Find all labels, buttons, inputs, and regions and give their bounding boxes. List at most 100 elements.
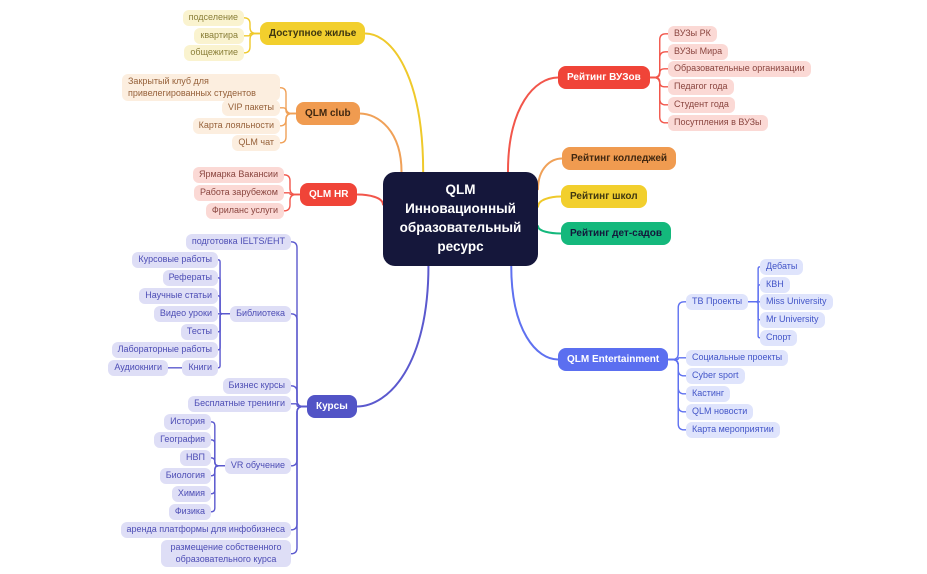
node-edu-organizations[interactable]: Образовательные организации [668,61,811,77]
node-apartment[interactable]: квартира [194,28,244,44]
node-sublet[interactable]: подселение [182,10,244,26]
node-courses[interactable]: Курсы [307,395,357,418]
connector [356,193,384,206]
node-freelance-services[interactable]: Фриланс услуги [205,203,284,219]
connector [667,358,687,395]
node-scientific-articles[interactable]: Научные статьи [139,288,218,304]
connector [210,457,226,467]
connector [537,195,562,208]
node-chemistry[interactable]: Химия [171,486,211,502]
node-sport[interactable]: Спорт [760,330,798,346]
connector [649,33,669,79]
connector [667,358,687,413]
node-events-map[interactable]: Карта мероприятии [686,422,780,438]
node-teacher-of-year[interactable]: Педагог года [668,79,734,95]
connector [537,157,563,191]
node-qlm-club[interactable]: QLM club [296,102,360,125]
connector [506,76,559,173]
connector [279,107,297,115]
node-debates[interactable]: Дебаты [760,259,804,275]
node-university-rating[interactable]: Рейтинг ВУЗов [558,66,650,89]
node-college-rating[interactable]: Рейтинг колледжей [562,147,677,170]
connector [649,51,669,79]
node-coursework[interactable]: Курсовые работы [132,252,218,268]
connector [283,192,301,196]
node-mr-university[interactable]: Mr University [760,312,825,328]
connector [279,112,297,144]
connector [279,86,297,115]
connector [667,357,687,361]
node-audiobooks[interactable]: Аудиокниги [108,360,168,376]
connector [649,76,669,124]
connector [510,264,559,361]
node-own-course-hosting[interactable]: размещение собственного образовательного… [161,540,291,568]
connector [243,32,261,37]
connector [358,112,403,173]
node-nvp[interactable]: НВП [180,450,211,466]
node-qlm-chat[interactable]: QLM чат [232,135,280,151]
node-casting[interactable]: Кастинг [686,386,731,402]
node-history[interactable]: История [164,414,211,430]
connector [649,68,669,79]
node-affordable-housing[interactable]: Доступное жилье [260,22,366,45]
connector [217,295,231,315]
connector [210,465,226,495]
connector [283,174,301,196]
node-free-trainings[interactable]: Бесплатные тренинги [188,396,291,412]
connector [537,225,562,235]
node-loyalty-card[interactable]: Карта лояльности [192,118,280,134]
node-university-admissions[interactable]: Посутпления в ВУЗы [668,115,768,131]
node-qlm-entertainment[interactable]: QLM Entertainment [558,348,669,371]
node-lab-works[interactable]: Лабораторные работы [111,342,218,358]
node-school-rating[interactable]: Рейтинг школ [561,185,647,208]
connector [210,465,226,477]
connector [290,405,308,531]
connector [290,241,308,408]
node-vip-packages[interactable]: VIP пакеты [221,100,280,116]
connector [364,32,425,173]
node-social-projects[interactable]: Социальные проекты [686,350,789,366]
node-miss-university[interactable]: Miss University [760,294,833,310]
node-library[interactable]: Библиотека [230,306,291,322]
connector [747,284,761,303]
connector [290,405,308,467]
node-physics[interactable]: Физика [168,504,211,520]
connector [290,405,308,555]
node-center-topic[interactable]: QLM Инновационный образовательный ресурс [383,172,538,266]
node-private-students-club[interactable]: Закрытый клуб для привелегированных студ… [122,74,280,102]
connector [243,32,261,54]
node-kindergarten-rating[interactable]: Рейтинг дет-садов [561,222,672,245]
node-kvn[interactable]: КВН [760,277,790,293]
node-universities-world[interactable]: ВУЗы Мира [668,44,729,60]
node-ielts-ent-prep[interactable]: подготовка IELTS/ЕНТ [185,234,291,250]
node-business-courses[interactable]: Бизнес курсы [222,378,291,394]
node-dormitory[interactable]: общежитие [184,45,244,61]
connector [290,313,308,408]
node-qlm-news[interactable]: QLM новости [686,404,754,420]
node-geography[interactable]: География [154,432,211,448]
connector [243,17,261,35]
node-books[interactable]: Книги [182,360,218,376]
connector [210,465,226,513]
node-student-of-year[interactable]: Студент года [668,97,735,113]
node-qlm-hr[interactable]: QLM HR [300,183,358,206]
connector [217,313,231,369]
node-tv-projects[interactable]: ТВ Проекты [686,294,749,310]
node-job-fair[interactable]: Ярмарка Вакансии [192,167,284,183]
node-essays[interactable]: Рефераты [162,270,218,286]
connector [283,193,301,212]
node-biology[interactable]: Биология [159,468,211,484]
node-work-abroad[interactable]: Работа зарубежом [193,185,284,201]
connector [747,301,761,339]
node-tests[interactable]: Тесты [180,324,218,340]
node-video-lessons[interactable]: Видео уроки [153,306,218,322]
node-vr-learning[interactable]: VR обучение [224,458,291,474]
node-cyber-sport[interactable]: Cyber sport [686,368,745,384]
connector [210,421,226,467]
node-platform-rent[interactable]: аренда платформы для инфобизнеса [120,522,291,538]
connector [210,439,226,467]
node-universities-kz[interactable]: ВУЗы РК [668,26,717,42]
connector [667,358,687,431]
connector [290,403,308,408]
